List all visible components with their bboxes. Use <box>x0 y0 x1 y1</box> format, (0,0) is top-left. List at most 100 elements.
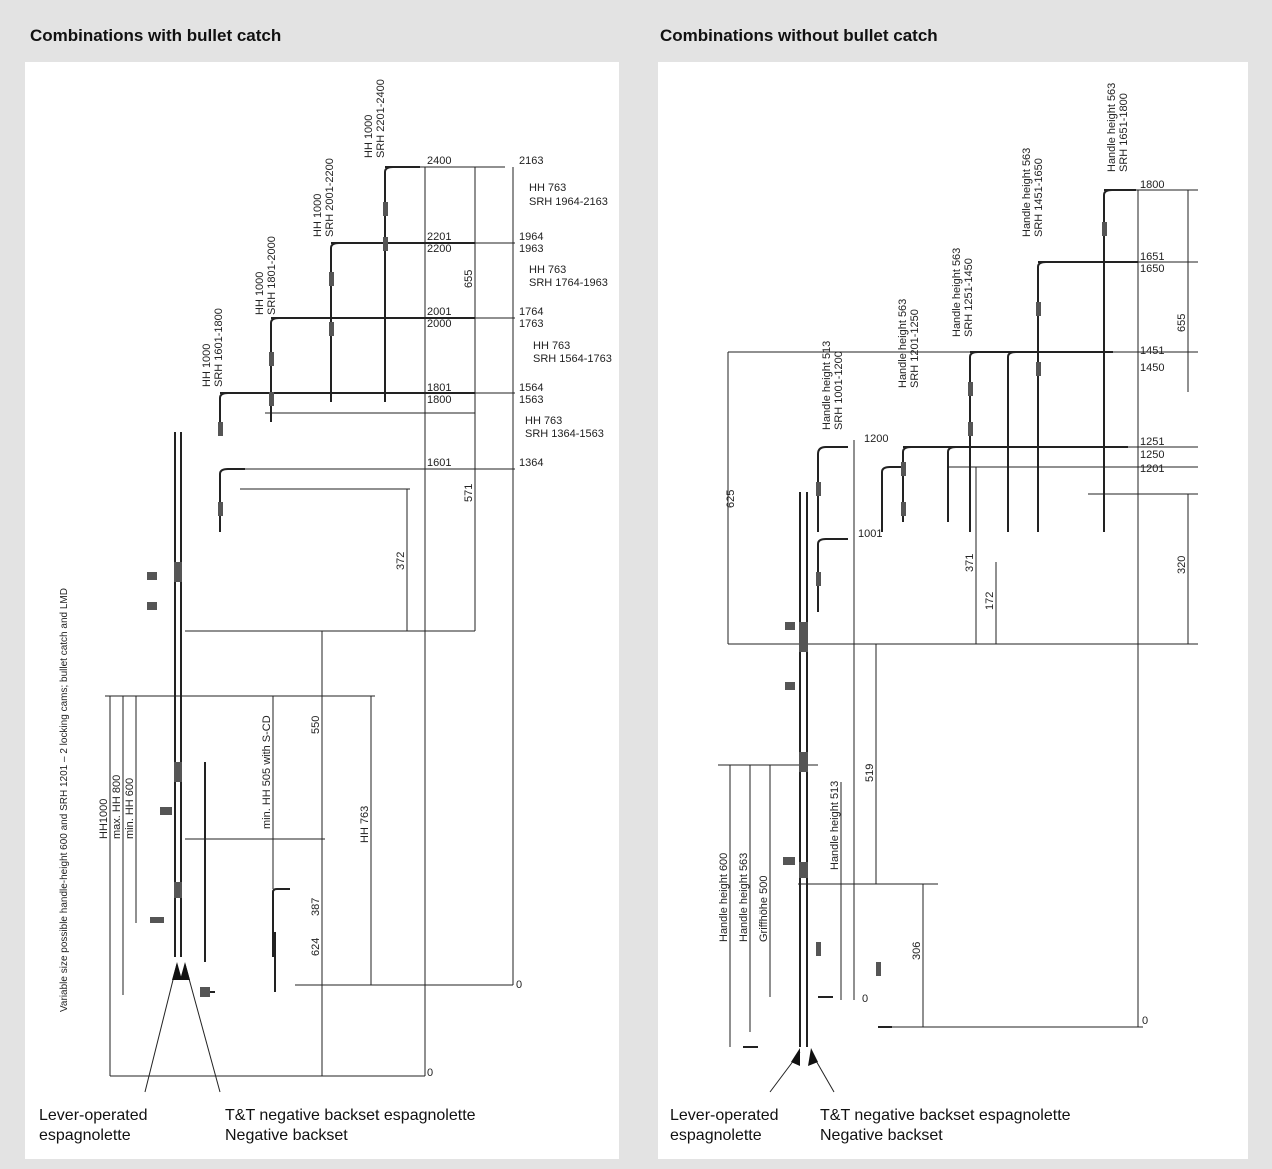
svg-text:SRH 1651-1800: SRH 1651-1800 <box>1118 93 1130 172</box>
svg-text:SRH 1251-1450: SRH 1251-1450 <box>963 258 975 337</box>
svg-text:Handle height 563: Handle height 563 <box>1021 148 1033 237</box>
tick-r-1800: 1800 <box>1140 179 1164 191</box>
dim-r-655: 655 <box>1176 314 1188 332</box>
svg-text:HH 1000: HH 1000 <box>254 272 266 315</box>
svg-text:HH 763: HH 763 <box>529 182 566 194</box>
tick-r-1451: 1451 <box>1140 345 1164 357</box>
top-label-2: HH 1000 SRH 2001-2200 <box>312 158 336 237</box>
top-label-r5: Handle height 513 SRH 1001-1200 <box>821 341 845 430</box>
caption-r-espagnolette: espagnolette <box>670 1127 762 1144</box>
tick-r-1001: 1001 <box>858 528 882 540</box>
dim-r-320: 320 <box>1176 556 1188 574</box>
caption-espagnolette: espagnolette <box>39 1127 131 1144</box>
tick-r-1651: 1651 <box>1140 251 1164 263</box>
tick-2000: 2000 <box>427 318 451 330</box>
svg-text:SRH 1601-1800: SRH 1601-1800 <box>213 308 225 387</box>
tick-1364: 1364 <box>519 457 543 469</box>
svg-text:Handle height 513: Handle height 513 <box>821 341 833 430</box>
svg-text:HH 763: HH 763 <box>533 340 570 352</box>
right-label-2: HH 763 SRH 1764-1963 <box>529 264 608 289</box>
tick-r-0-mid: 0 <box>862 993 868 1005</box>
caption-r-tt-negative-backset: T&T negative backset espagnolette <box>820 1107 1071 1124</box>
dim-655: 655 <box>463 270 475 288</box>
tick-r-1650: 1650 <box>1140 263 1164 275</box>
tick-r-1250: 1250 <box>1140 449 1164 461</box>
svg-text:SRH 1764-1963: SRH 1764-1963 <box>529 277 608 289</box>
tick-1801: 1801 <box>427 382 451 394</box>
dim-r-625: 625 <box>725 490 737 508</box>
label-handle-height-600: Handle height 600 <box>718 853 730 942</box>
tick-r-1201: 1201 <box>1140 463 1164 475</box>
top-label-r1: Handle height 563 SRH 1651-1800 <box>1106 83 1130 172</box>
top-label-4: HH 1000 SRH 1601-1800 <box>201 308 225 387</box>
dim-r-172: 172 <box>984 592 996 610</box>
svg-text:HH 1000: HH 1000 <box>363 115 375 158</box>
tick-1963: 1963 <box>519 243 543 255</box>
svg-text:SRH 1564-1763: SRH 1564-1763 <box>533 353 612 365</box>
svg-text:SRH 1451-1650: SRH 1451-1650 <box>1033 158 1045 237</box>
tick-r-1200: 1200 <box>864 433 888 445</box>
top-label-r3: Handle height 563 SRH 1251-1450 <box>951 248 975 337</box>
dim-r-519: 519 <box>864 764 876 782</box>
svg-text:SRH 1364-1563: SRH 1364-1563 <box>525 428 604 440</box>
right-label-4: HH 763 SRH 1364-1563 <box>525 415 604 440</box>
caption-r-negative-backset: Negative backset <box>820 1127 943 1144</box>
tick-1800: 1800 <box>427 394 451 406</box>
dim-624: 624 <box>310 938 322 956</box>
side-note: Variable size possible handle-height 600… <box>59 588 70 1012</box>
label-max-hh-800: max. HH 800 <box>111 775 123 839</box>
dim-r-306: 306 <box>911 942 923 960</box>
label-handle-height-563: Handle height 563 <box>738 853 750 942</box>
dim-571: 571 <box>463 484 475 502</box>
right-label-3: HH 763 SRH 1564-1763 <box>533 340 612 365</box>
tick-2001: 2001 <box>427 306 451 318</box>
right-diagram: Handle height 563 SRH 1651-1800 Handle h… <box>670 83 1198 1144</box>
label-handle-height-513: Handle height 513 <box>829 781 841 870</box>
svg-text:SRH 1964-2163: SRH 1964-2163 <box>529 196 608 208</box>
svg-text:HH 1000: HH 1000 <box>201 344 213 387</box>
svg-text:SRH 1801-2000: SRH 1801-2000 <box>266 236 278 315</box>
tick-r-1450: 1450 <box>1140 362 1164 374</box>
svg-text:Handle height 563: Handle height 563 <box>951 248 963 337</box>
left-diagram: Variable size possible handle-height 600… <box>39 79 612 1144</box>
caption-r-lever-operated: Lever-operated <box>670 1107 779 1124</box>
tick-1563: 1563 <box>519 394 543 406</box>
tick-0-bottom: 0 <box>427 1067 433 1079</box>
label-hh-763: HH 763 <box>359 806 371 843</box>
tick-1763: 1763 <box>519 318 543 330</box>
tick-2200: 2200 <box>427 243 451 255</box>
left-diagram-panel: Variable size possible handle-height 600… <box>25 62 619 1159</box>
top-label-r4: Handle height 563 SRH 1201-1250 <box>897 299 921 388</box>
dim-387: 387 <box>310 898 322 916</box>
tick-1564: 1564 <box>519 382 543 394</box>
svg-text:HH 1000: HH 1000 <box>312 194 324 237</box>
right-label-1: HH 763 SRH 1964-2163 <box>529 182 608 208</box>
dim-372: 372 <box>395 552 407 570</box>
label-hh1000: HH1000 <box>98 799 110 839</box>
label-min-hh-505: min. HH 505 with S-CD <box>261 715 273 829</box>
tick-2201: 2201 <box>427 231 451 243</box>
tick-r-1251: 1251 <box>1140 436 1164 448</box>
tick-0-right: 0 <box>516 979 522 991</box>
caption-lever-operated: Lever-operated <box>39 1107 148 1124</box>
tick-2163: 2163 <box>519 155 543 167</box>
svg-text:Handle height 563: Handle height 563 <box>1106 83 1118 172</box>
label-griffhohe-500: Griffhöhe 500 <box>758 876 770 942</box>
left-panel-title: Combinations with bullet catch <box>30 26 282 45</box>
dim-r-371: 371 <box>964 554 976 572</box>
svg-text:SRH 1201-1250: SRH 1201-1250 <box>909 309 921 388</box>
caption-tt-negative-backset: T&T negative backset espagnolette <box>225 1107 476 1124</box>
svg-text:Handle height 563: Handle height 563 <box>897 299 909 388</box>
tick-1601: 1601 <box>427 457 451 469</box>
svg-text:HH 763: HH 763 <box>525 415 562 427</box>
dim-550: 550 <box>310 716 322 734</box>
tick-r-0: 0 <box>1142 1015 1148 1027</box>
top-label-r2: Handle height 563 SRH 1451-1650 <box>1021 148 1045 237</box>
tick-2400: 2400 <box>427 155 451 167</box>
right-diagram-panel: Handle height 563 SRH 1651-1800 Handle h… <box>658 62 1248 1159</box>
caption-negative-backset: Negative backset <box>225 1127 348 1144</box>
tick-1964: 1964 <box>519 231 543 243</box>
right-panel-title: Combinations without bullet catch <box>660 26 938 45</box>
svg-text:HH 763: HH 763 <box>529 264 566 276</box>
svg-text:SRH 2001-2200: SRH 2001-2200 <box>324 158 336 237</box>
